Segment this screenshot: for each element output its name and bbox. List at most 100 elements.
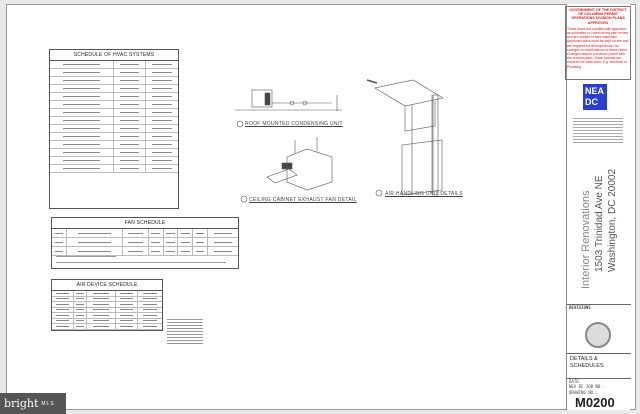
revisions-label: REVISIONS [569,305,591,310]
table-cell [138,291,162,296]
table-cell [146,109,178,116]
table-cell [193,238,209,246]
table-cell [74,296,88,301]
table-cell [138,324,162,329]
table-cell [146,149,178,156]
table-cell [50,157,114,164]
table-cell [114,149,146,156]
table-cell [149,247,164,255]
table-row [52,318,162,324]
sheet-title: DETAILS & SCHEDULES [570,356,604,369]
table-cell [114,93,146,100]
table-cell [178,238,194,246]
table-cell [67,229,123,237]
dc-seal [585,322,611,348]
hvac-schedule-table: SCHEDULE OF HVAC SYSTEMS [49,49,179,209]
table-cell [146,69,178,76]
table-row [50,101,178,109]
table-cell [52,291,74,296]
table-cell [114,165,146,172]
table-cell [178,229,194,237]
drawing-number: M0200 [575,395,615,410]
table-row [50,165,178,173]
table-cell [123,247,149,255]
table-row [52,247,238,256]
table-cell [52,324,74,329]
table-row [50,77,178,85]
table-cell [138,308,162,313]
table-cell [138,313,162,318]
table-cell [193,229,209,237]
table-cell [74,302,88,307]
detail-drawings [235,79,444,203]
table-cell [114,61,146,68]
table-row [50,117,178,125]
drawing-label: DRAWING NO.: [569,389,598,395]
table-cell [123,238,149,246]
table-cell [87,302,116,307]
title-block: GOVERNMENT OF THE DISTRICT OF COLUMBIA P… [565,4,631,410]
nea-dc-logo: NEA DC [583,84,607,110]
table-row [52,324,162,330]
table-cell [116,302,138,307]
approval-stamp: GOVERNMENT OF THE DISTRICT OF COLUMBIA P… [565,6,631,80]
table-cell [52,296,74,301]
table-row [50,133,178,141]
air-device-schedule-title: AIR DEVICE SCHEDULE [52,280,162,291]
table-cell [193,247,209,255]
table-cell [146,93,178,100]
table-cell [149,229,164,237]
table-row [50,85,178,93]
table-cell [87,291,116,296]
table-row [50,93,178,101]
table-cell [87,318,116,323]
table-cell [87,313,116,318]
table-cell [50,101,114,108]
table-cell [87,296,116,301]
fan-schedule-title: FAN SCHEDULE [52,218,238,229]
table-row [50,109,178,117]
table-cell [50,85,114,92]
job-label: NEA DC JOB NO.: [569,384,606,389]
air-device-schedule-table: AIR DEVICE SCHEDULE [51,279,163,331]
table-row [52,313,162,319]
table-row [50,69,178,77]
table-cell [114,141,146,148]
air-handling-unit-drawing [366,79,444,196]
table-cell [52,302,74,307]
table-cell [67,247,123,255]
table-cell [74,318,88,323]
table-cell [116,313,138,318]
table-cell [146,77,178,84]
table-cell [74,307,88,312]
firm-info [573,116,623,144]
table-cell [50,125,114,132]
fan-schedule-table: FAN SCHEDULE [51,217,239,269]
table-cell [67,238,123,246]
table-cell [146,125,178,132]
table-row [52,291,162,297]
table-cell [50,93,114,100]
table-row [50,141,178,149]
table-cell [208,238,238,246]
table-cell [114,109,146,116]
table-cell [146,133,178,140]
table-row [52,302,162,308]
table-row [52,229,238,238]
air-device-notes [167,317,203,345]
table-cell [52,307,74,312]
table-cell [114,157,146,164]
drawing-sheet: SCHEDULE OF HVAC SYSTEMS FAN SCHEDULE AI… [6,4,636,410]
table-cell [146,85,178,92]
exhaust-fan-drawing [266,137,333,191]
table-row [52,238,238,247]
table-cell [146,141,178,148]
table-cell [164,229,179,237]
table-cell [164,247,179,255]
table-cell [123,229,149,237]
table-cell [50,69,114,76]
table-cell [50,77,114,84]
table-cell [146,157,178,164]
table-cell [114,133,146,140]
table-cell [164,238,179,246]
